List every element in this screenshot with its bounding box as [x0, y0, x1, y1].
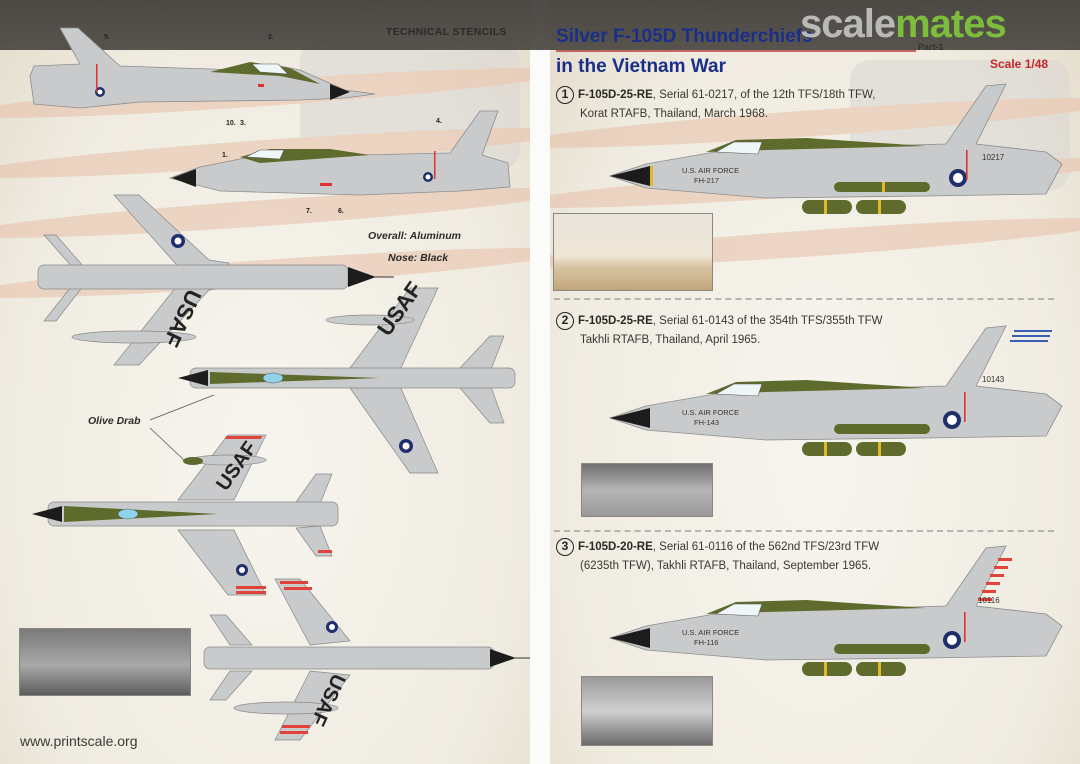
profile-aircraft-3 [608, 545, 1063, 676]
website-url[interactable]: www.printscale.org [20, 733, 138, 749]
top-view-aircraft-striped [203, 578, 530, 741]
entry-number-badge: 1 [556, 86, 574, 104]
section-divider [554, 298, 1054, 300]
profile-aircraft-2 [608, 325, 1063, 456]
note-nose-color: Nose: Black [388, 252, 449, 264]
section-label: TECHNICAL STENCILS [386, 26, 507, 38]
buzz-number: FH-116 [694, 638, 719, 647]
note-overall-color: Overall: Aluminum [368, 230, 461, 242]
reference-photo [19, 628, 191, 696]
entry-location: Korat RTAFB, Thailand, March 1968. [580, 108, 768, 120]
entry-location: Takhli RTAFB, Thailand, April 1965. [580, 334, 761, 346]
reference-photo [553, 213, 713, 291]
stencil-callout: 3. [240, 120, 246, 127]
entry-description: , Serial 61-0116 of the 562nd TFS/23rd T… [652, 541, 880, 553]
sheet-title-line1: Silver F-105D Thunderchiefs [556, 26, 813, 47]
reference-photo [581, 676, 713, 746]
stencil-callout: 2. [268, 34, 274, 41]
stencil-callout: 1. [222, 152, 228, 159]
entry-variant: F-105D-25-RE [578, 315, 653, 327]
buzz-number: FH-217 [694, 176, 720, 185]
profile-aircraft-1 [608, 83, 1063, 214]
entry-number-badge: 2 [556, 312, 574, 330]
stencil-callout: 4. [436, 118, 442, 125]
entry-location: (6235th TFW), Takhli RTAFB, Thailand, Se… [580, 560, 872, 572]
tail-number: 10217 [982, 153, 1005, 162]
entry-variant: F-105D-20-RE [578, 541, 653, 553]
entry-description: , Serial 61-0217, of the 12th TFS/18th T… [652, 89, 876, 101]
fuselage-text: U.S. AIR FORCE [682, 166, 740, 175]
stencil-callout: 10. [226, 120, 236, 127]
fuselage-text: U.S. AIR FORCE [682, 628, 740, 637]
entry-2-caption: 2 F-105D-25-RE, Serial 61-0143 of the 354… [556, 312, 882, 350]
side-view-aircraft-left [168, 110, 511, 196]
fuselage-text: U.S. AIR FORCE [682, 408, 740, 417]
stencil-callout: 7. [306, 208, 312, 215]
page-gutter [530, 0, 550, 764]
side-view-aircraft-right [29, 27, 376, 109]
entry-1-caption: 1 F-105D-25-RE, Serial 61-0217, of the 12… [556, 86, 875, 124]
note-olive-drab: Olive Drab [88, 415, 141, 427]
stencil-callout: 5. [104, 34, 110, 41]
stencil-callout: 6. [338, 208, 344, 215]
tail-number: 10116 [978, 596, 1000, 605]
tail-number: 10143 [982, 375, 1005, 384]
header-bar [0, 0, 1080, 50]
bottom-view-aircraft-olive [178, 287, 516, 474]
reference-photo [581, 463, 713, 517]
bottom-view-aircraft-striped [32, 434, 339, 596]
callout-leader-lines [149, 394, 215, 461]
watermark-logo: scalemates [800, 2, 1007, 46]
scale-label: Scale 1/48 [990, 57, 1049, 71]
top-view-aircraft [37, 194, 394, 366]
entry-description: , Serial 61-0143 of the 354th TFS/355th … [652, 315, 883, 327]
section-divider [554, 530, 1054, 532]
entry-number-badge: 3 [556, 538, 574, 556]
part-label: Part-1 [918, 42, 944, 52]
entry-3-caption: 3 F-105D-20-RE, Serial 61-0116 of the 562… [556, 538, 879, 576]
title-underline [556, 50, 916, 52]
entry-variant: F-105D-25-RE [578, 89, 653, 101]
sheet-title-line2: in the Vietnam War [556, 56, 726, 77]
buzz-number: FH-143 [694, 418, 720, 427]
